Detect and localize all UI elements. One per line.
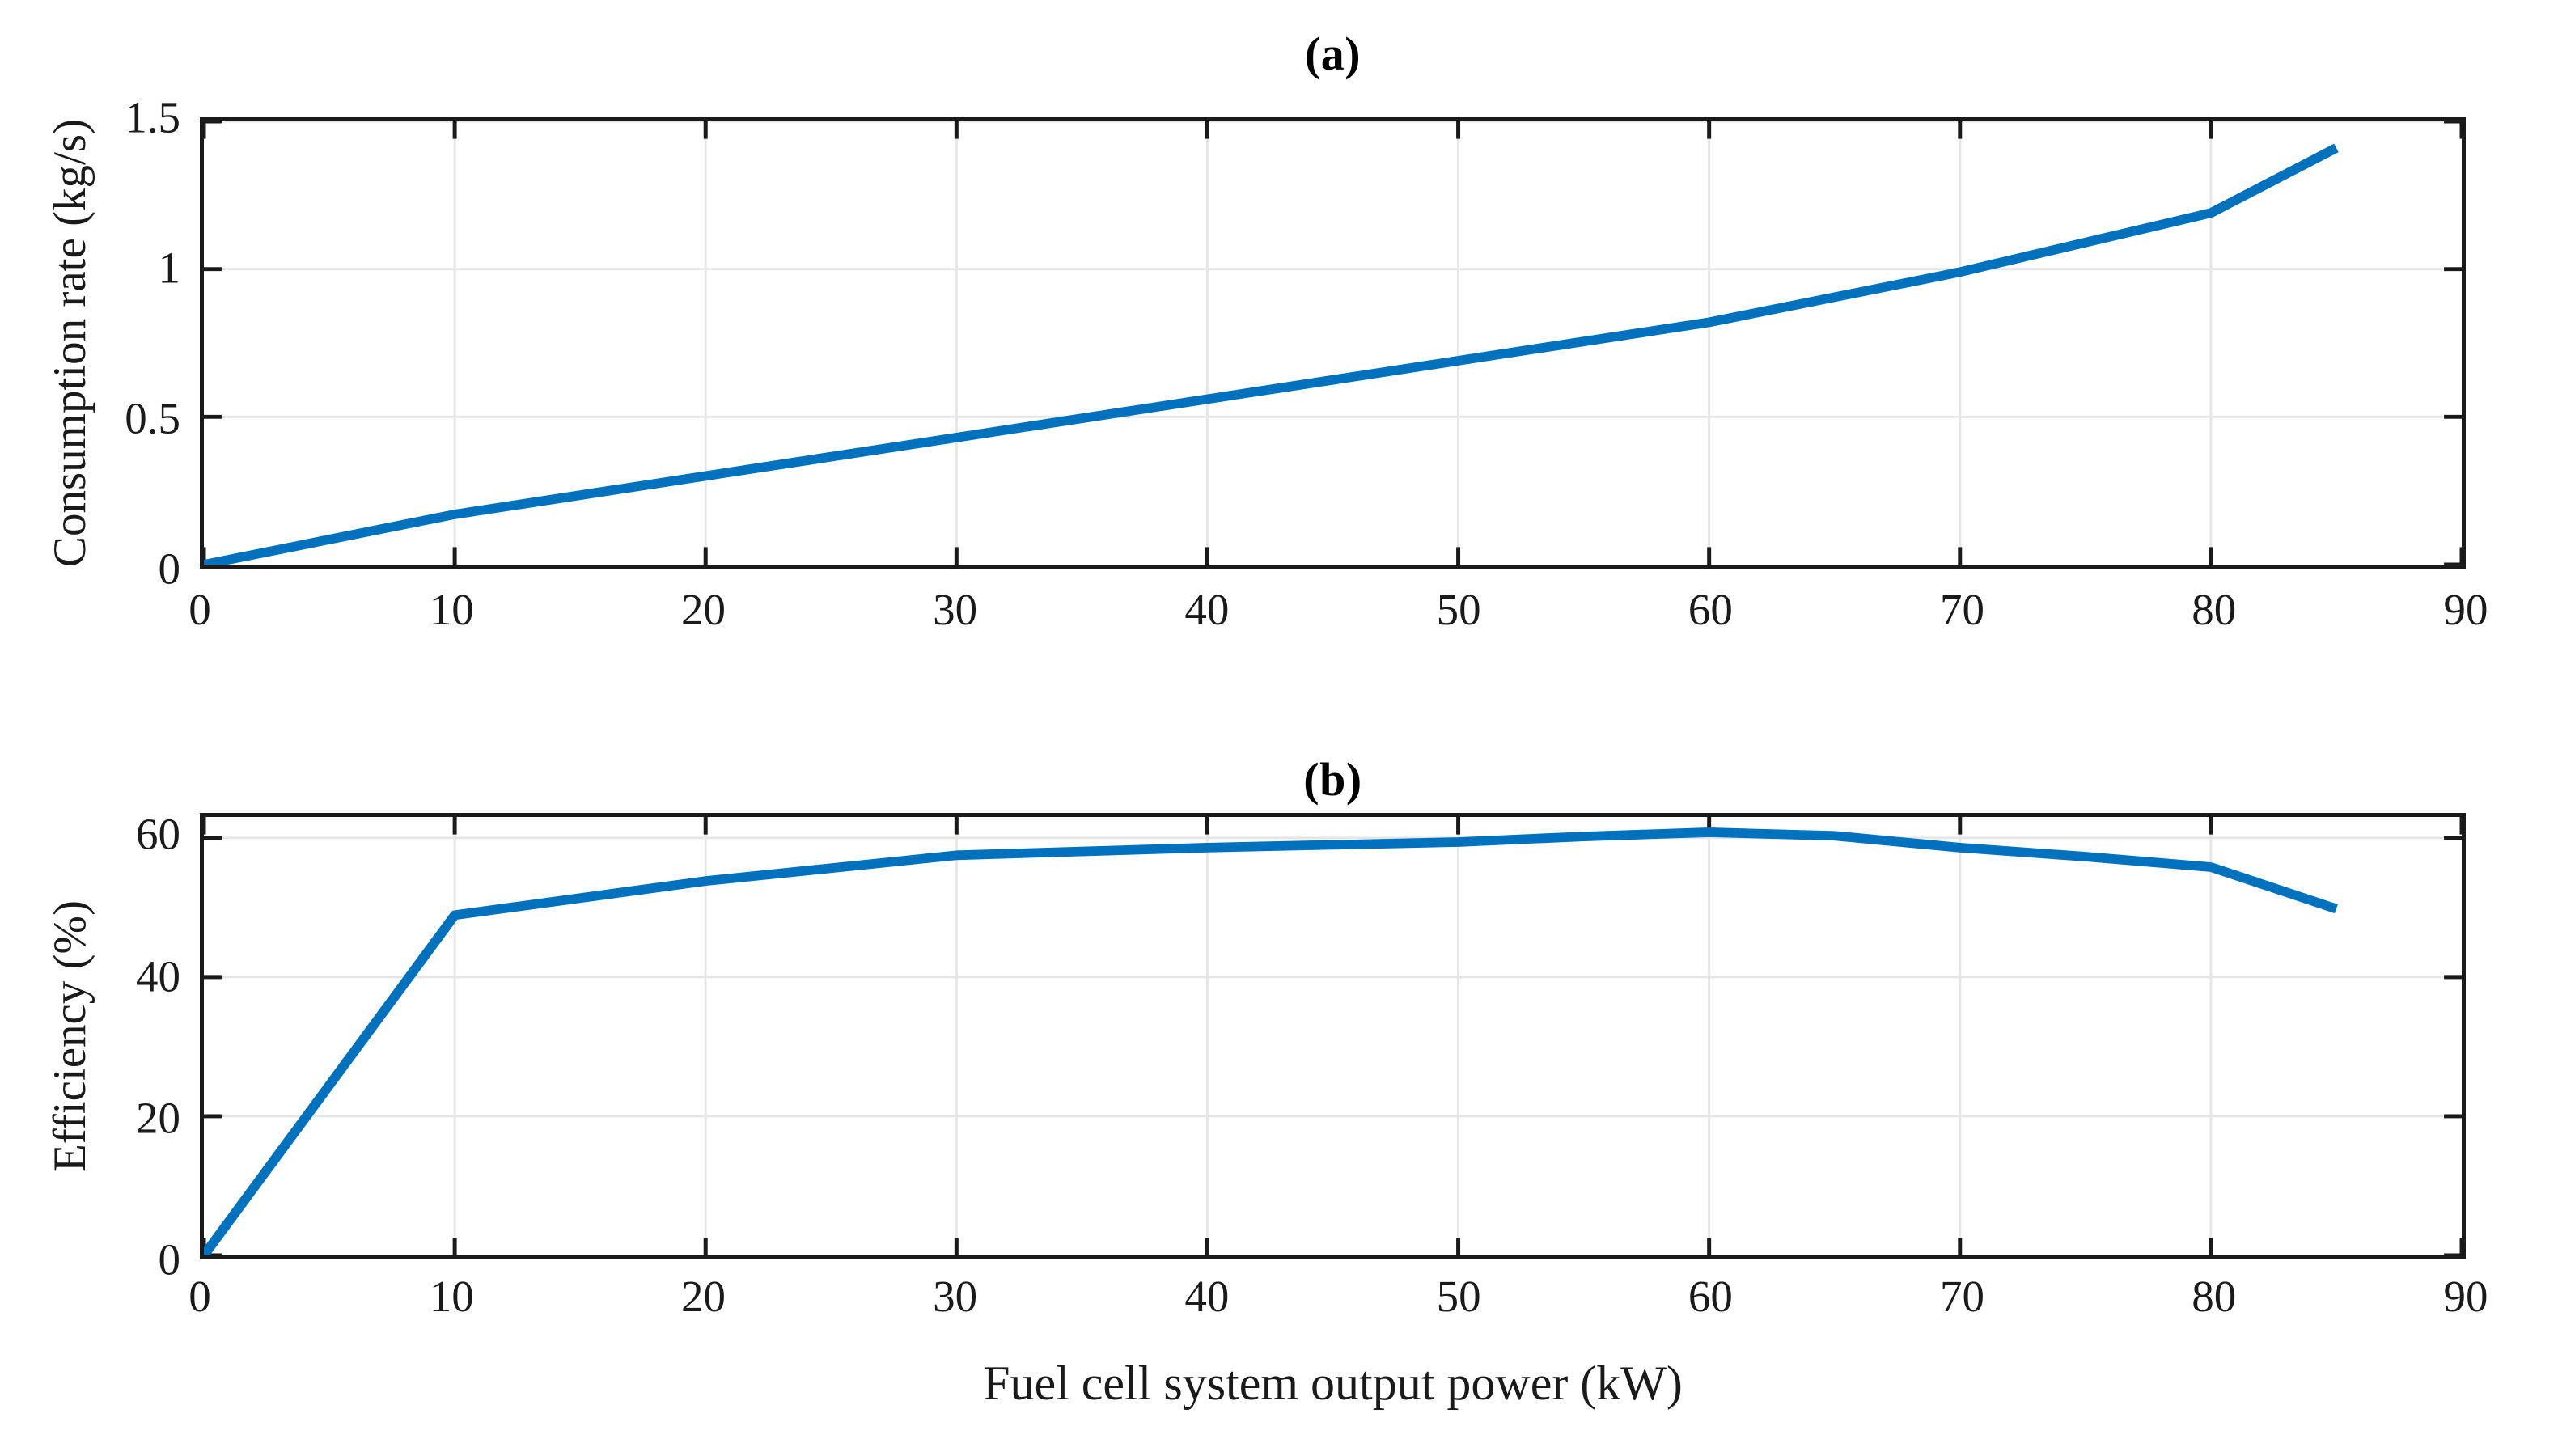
y-tick-label: 1.5: [125, 92, 180, 142]
x-tick-label: 30: [933, 585, 978, 634]
panel-b-plot-area: [200, 813, 2466, 1259]
y-tick-label: 0: [158, 1234, 181, 1285]
x-tick-label: 20: [680, 1272, 726, 1321]
panel-a-plot-canvas: [204, 121, 2462, 565]
y-tick-label: 40: [136, 951, 180, 1001]
x-axis-label: Fuel cell system output power (kW): [983, 1357, 1683, 1410]
x-tick-label: 0: [188, 585, 211, 634]
x-tick-label: 60: [1688, 585, 1733, 634]
x-tick-label: 80: [2192, 585, 2237, 634]
x-tick-label: 60: [1688, 1272, 1733, 1321]
panel-b-title: (b): [1303, 753, 1362, 806]
x-tick-label: 30: [933, 1272, 978, 1321]
y-tick-label: 1: [158, 243, 181, 293]
panel-a-title: (a): [1304, 28, 1362, 80]
x-tick-label: 70: [1940, 1272, 1985, 1321]
data-series-line: [204, 143, 2339, 565]
y-tick-label: 0.5: [125, 393, 180, 443]
x-tick-label: 0: [188, 1272, 211, 1321]
panel-a-svg: [204, 121, 2462, 565]
y-tick-label: 0: [158, 544, 181, 594]
panel-a-y-tick-labels: 0 0.5 1 1.5: [20, 95, 181, 591]
panel-a-plot-area: [200, 117, 2466, 569]
panel-b-plot-canvas: [204, 817, 2462, 1255]
x-tick-label: 80: [2192, 1272, 2237, 1321]
x-tick-label: 50: [1436, 1272, 1481, 1321]
x-tick-label: 90: [2443, 585, 2488, 634]
x-tick-label: 20: [680, 585, 726, 634]
panel-b-svg: [204, 817, 2462, 1255]
y-tick-label: 60: [136, 809, 180, 859]
x-tick-label: 40: [1184, 585, 1230, 634]
panel-b-y-tick-labels: 0 20 40 60: [20, 809, 180, 1282]
x-tick-label: 50: [1436, 585, 1481, 634]
data-series-line: [204, 827, 2338, 1255]
x-tick-label: 10: [429, 1272, 474, 1321]
panel-b-x-tick-labels: 0 10 20 30 40 50 60 70 80 90: [188, 1272, 2488, 1331]
panel-a-x-tick-labels: 0 10 20 30 40 50 60 70 80 90: [188, 585, 2488, 644]
x-tick-label: 40: [1184, 1272, 1230, 1321]
y-tick-label: 20: [136, 1093, 180, 1143]
x-tick-label: 90: [2443, 1272, 2488, 1321]
x-tick-label: 10: [429, 585, 474, 634]
x-tick-label: 70: [1940, 585, 1985, 634]
